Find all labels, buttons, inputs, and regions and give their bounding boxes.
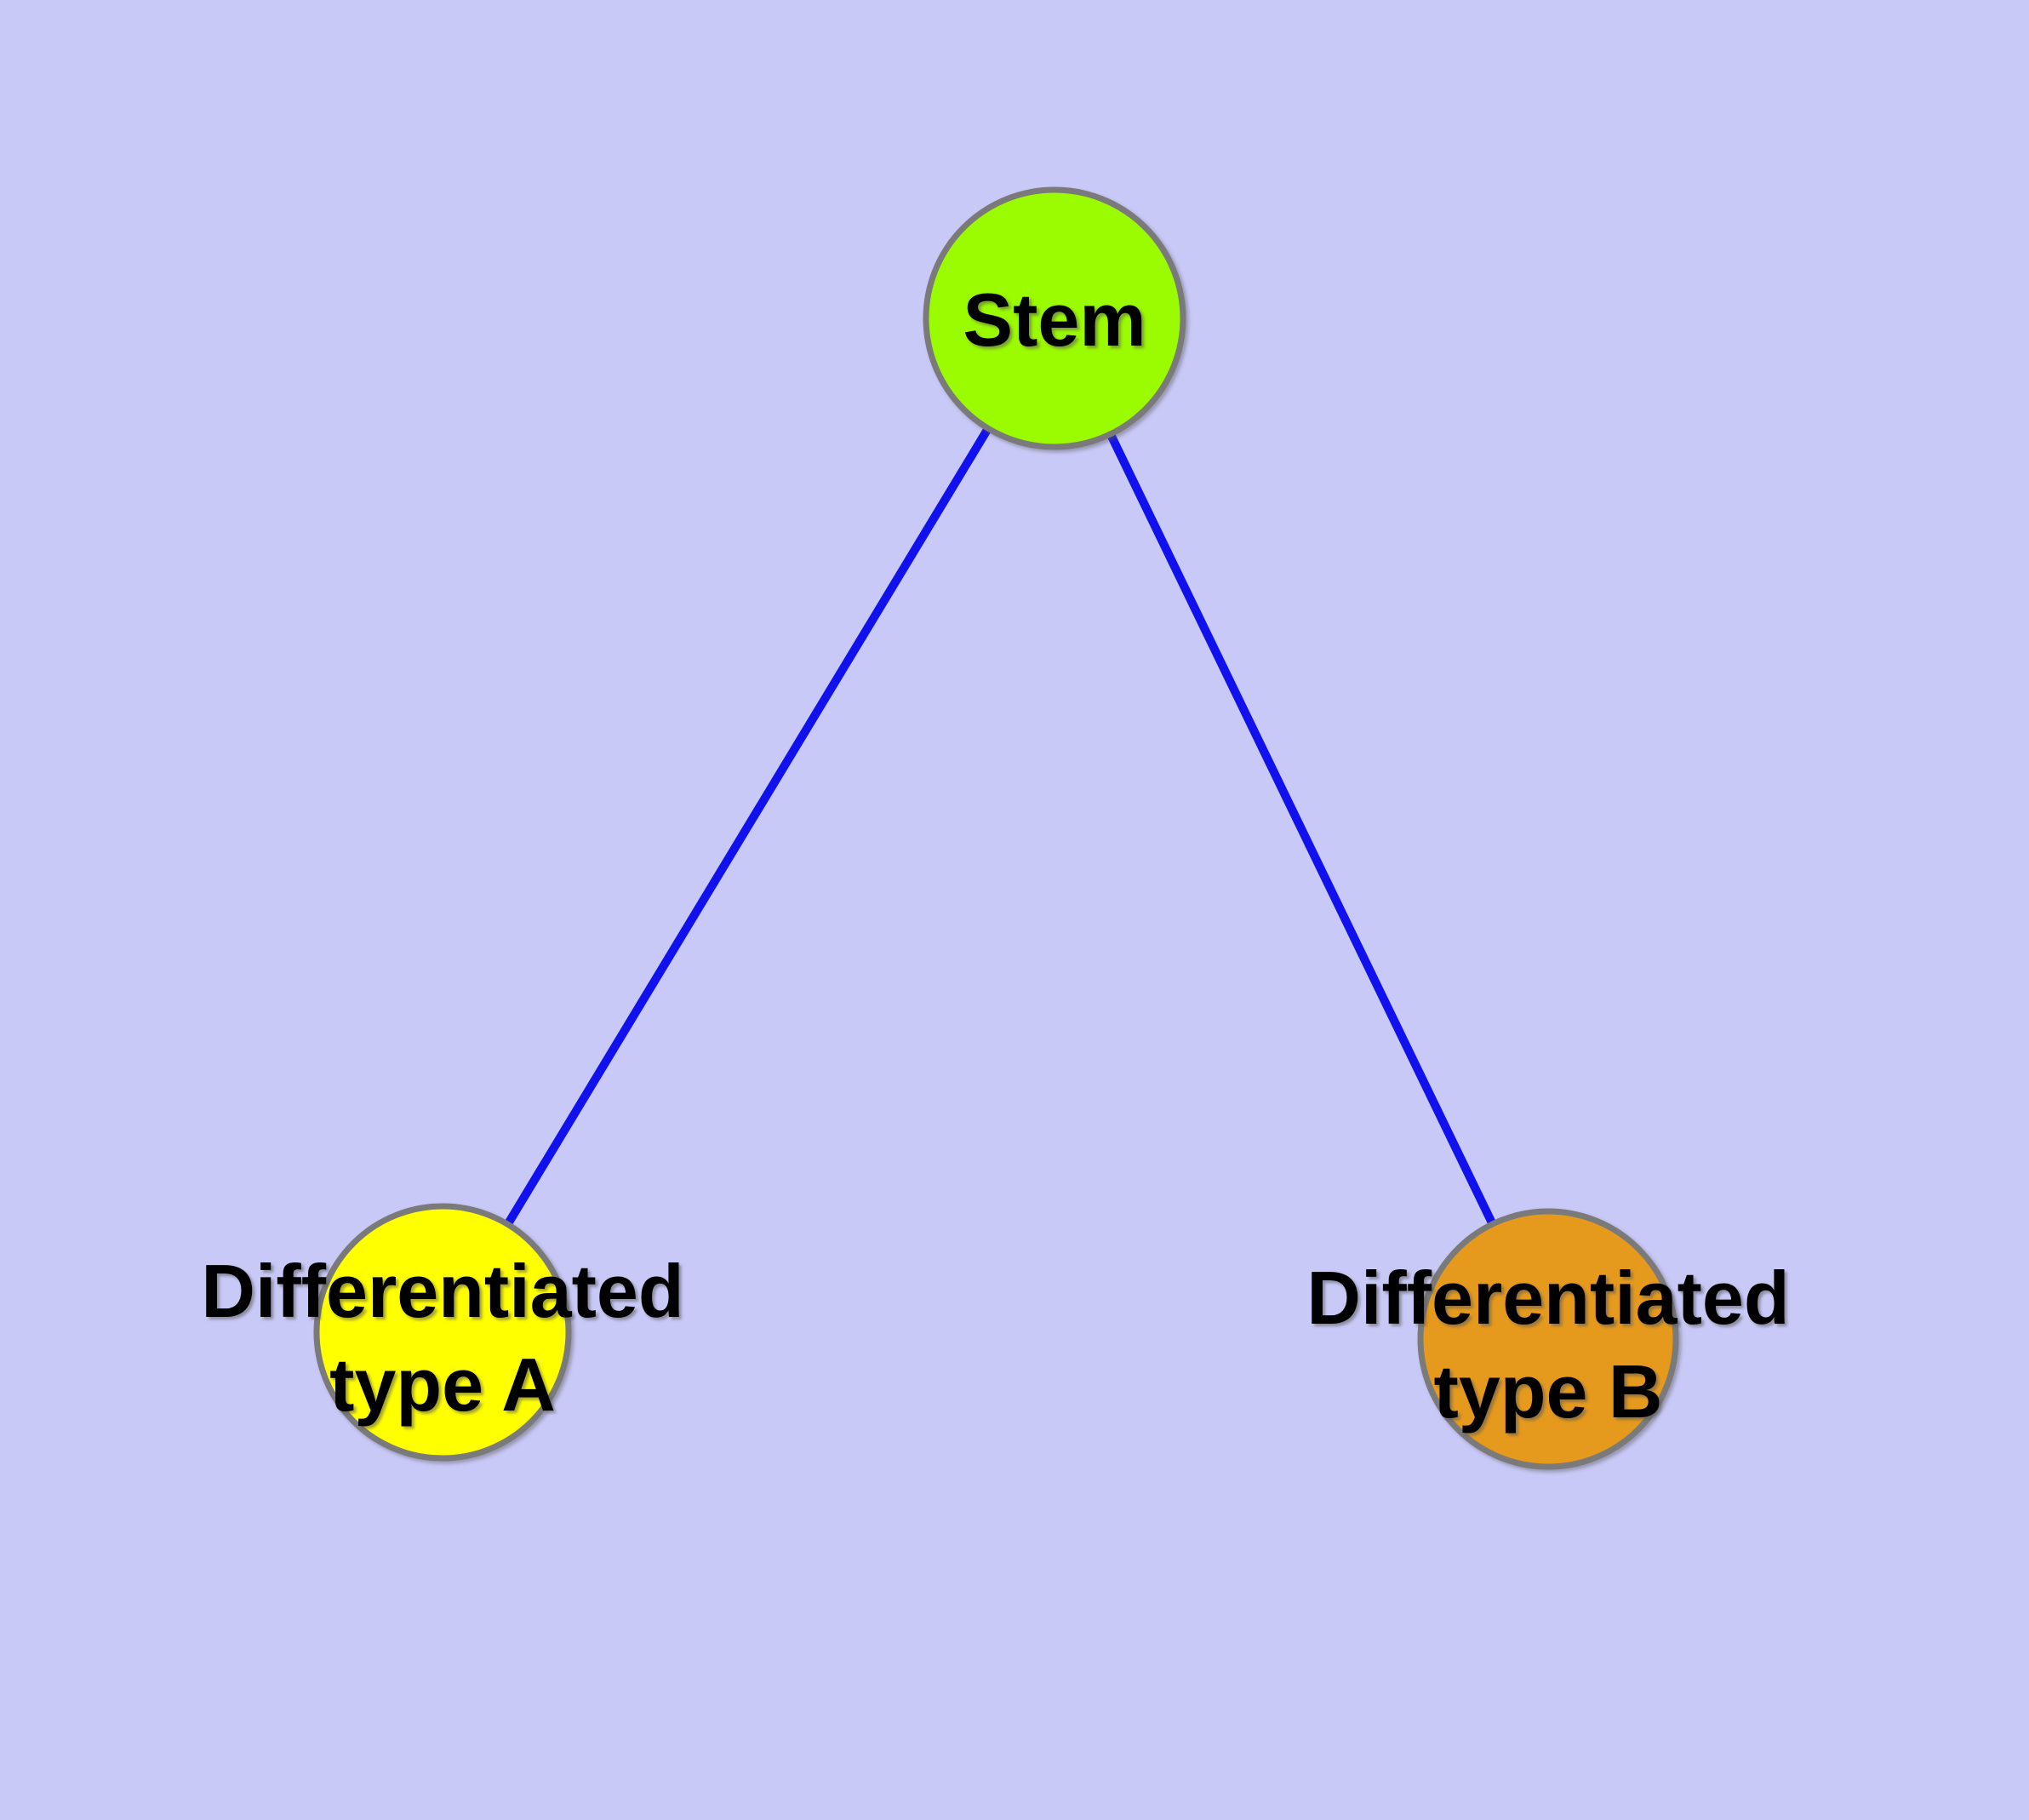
node-type-a-label-line2: type A: [329, 1342, 556, 1427]
node-stem: [923, 186, 1186, 450]
edge-stem-to-type-b: [1050, 316, 1552, 1342]
edge-stem-to-type-a: [438, 316, 1059, 1335]
node-differentiated-type-a: [313, 1203, 572, 1462]
node-differentiated-type-b: [1417, 1208, 1679, 1470]
node-type-b-label-line1: Differentiated: [1306, 1256, 1789, 1340]
node-stem-label: Stem: [963, 278, 1146, 362]
node-type-a-label-line1: Differentiated: [201, 1249, 683, 1333]
node-type-b-label-line2: type B: [1434, 1349, 1663, 1434]
